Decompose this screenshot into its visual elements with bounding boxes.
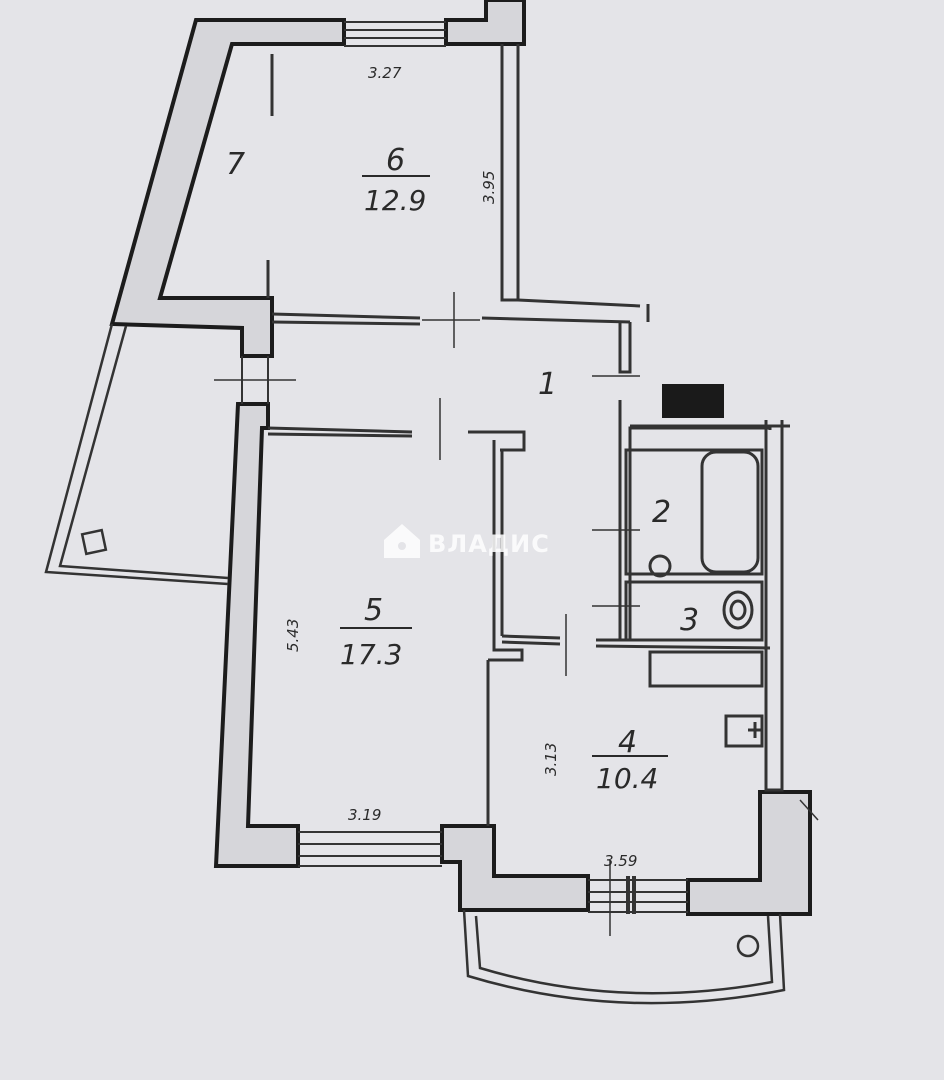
thin-walls — [266, 44, 790, 826]
wall-top-right — [444, 0, 526, 46]
dimension-labels: 3.27 3.95 5.43 3.19 3.13 3.59 — [284, 64, 637, 870]
balcony-bottom — [462, 909, 786, 1005]
redaction-box — [662, 384, 724, 418]
wall-bottom-right — [686, 790, 812, 916]
toilet-icon — [722, 590, 754, 630]
wall-room4-top-b — [501, 640, 561, 646]
wall-hall-right — [618, 322, 632, 374]
toilet-bowl — [729, 599, 747, 621]
wall-room2 — [624, 448, 764, 576]
wall-room4-top-d — [595, 644, 771, 650]
balcony-left-inner — [58, 325, 229, 580]
balcony-left-drain — [80, 528, 108, 556]
room-7-number: 7 — [226, 147, 245, 182]
wall-room6-bottom-a — [271, 312, 421, 320]
wall-wet-block-right — [764, 420, 784, 792]
window-room4 — [588, 876, 688, 914]
dim-room6-depth: 3.95 — [480, 171, 498, 204]
room-3-number: 3 — [680, 603, 699, 638]
room-labels: 1 2 3 4 10.4 5 17.3 6 12.9 7 — [226, 143, 699, 795]
room-2-number: 2 — [652, 495, 671, 530]
dim-room5-width: 3.19 — [348, 806, 381, 824]
house-icon — [384, 524, 420, 558]
window-room6 — [344, 21, 446, 47]
wall-room3 — [624, 580, 764, 642]
room-6-number: 6 — [386, 143, 405, 178]
wall-room5-top-c — [468, 430, 526, 452]
balcony-left — [44, 323, 229, 586]
dim-room4-width: 3.59 — [604, 852, 637, 870]
wall-room6-bottom-b — [271, 320, 421, 326]
room-5-area: 17.3 — [340, 638, 402, 671]
dim-room5-depth: 5.43 — [284, 619, 302, 652]
watermark-text: ВЛАДИС — [428, 530, 550, 558]
room-6-area: 12.9 — [364, 184, 426, 217]
wall-room6-right-ext — [517, 298, 641, 308]
balconies — [44, 323, 786, 1005]
window-room5 — [298, 831, 442, 867]
house-icon-dot — [398, 542, 406, 550]
room-4-area: 10.4 — [596, 762, 658, 795]
sink-room2 — [648, 554, 672, 578]
dim-room6-width: 3.27 — [368, 64, 402, 82]
thick-walls — [109, 0, 812, 916]
balcony-bottom-inner — [474, 915, 774, 995]
room-4-number: 4 — [618, 725, 637, 760]
wall-room5-top-b — [267, 432, 413, 438]
wall-room5-top-a — [267, 426, 413, 434]
room-1-number: 1 — [538, 367, 557, 402]
wall-room6-bottom-c — [481, 316, 631, 324]
watermark: ВЛАДИС — [384, 524, 550, 558]
bathtub — [700, 450, 760, 574]
balcony-bottom-drain — [736, 934, 760, 958]
wall-room5-left — [213, 402, 300, 868]
dim-room4-depth: 3.13 — [542, 743, 560, 776]
wall-room7-outer — [109, 18, 346, 358]
wall-room4-corner — [488, 636, 524, 662]
wall-hall-right-lower — [618, 400, 772, 642]
wall-room4-top-a — [501, 634, 561, 640]
door-ticks — [214, 292, 819, 936]
wall-room6-right — [500, 44, 520, 302]
wall-bottom-middle — [440, 824, 590, 912]
room-5-number: 5 — [364, 593, 383, 628]
storage-closet — [648, 650, 764, 688]
